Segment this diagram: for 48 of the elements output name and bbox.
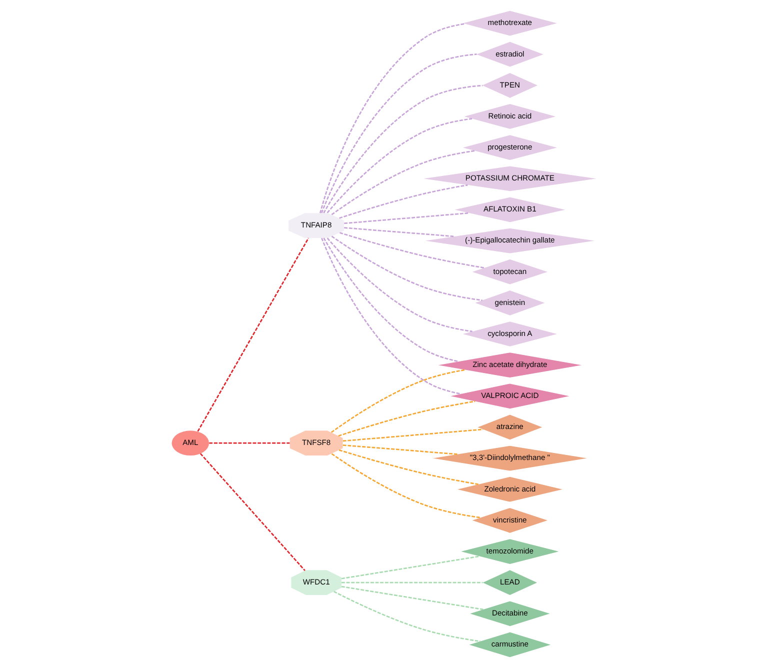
connector: [338, 400, 475, 437]
node-diamond: VALPROIC ACID: [450, 384, 569, 409]
connector: [330, 453, 480, 518]
connector: [333, 590, 480, 642]
connector: [330, 150, 475, 216]
node-diamond: cyclosporin A: [462, 322, 556, 346]
node-diamond: POTASSIUM CHROMATE: [423, 166, 596, 192]
connector: [326, 238, 472, 332]
connector: [342, 428, 483, 442]
node-diamond: atrazine: [477, 414, 542, 440]
connector: [196, 238, 309, 432]
node-diamond: Zinc acetate dihydrate: [438, 352, 581, 378]
node-diamond: TPEN: [482, 73, 537, 98]
connector: [326, 118, 472, 214]
connector: [320, 54, 476, 214]
connector: [318, 23, 464, 214]
node-diamond: Retinoic acid: [464, 104, 556, 129]
node-diamond: AFLATOXIN B1: [454, 197, 565, 222]
node-diamond: "3,3'-Diindolylmethane ": [432, 446, 586, 471]
connector: [320, 238, 461, 395]
connector: [322, 84, 482, 214]
connector: [344, 212, 469, 224]
node-ellipse: AML: [171, 430, 209, 456]
node-diamond: (-)-Epigallocatechin gallate: [424, 228, 594, 254]
connector: [340, 556, 480, 580]
connector: [344, 227, 454, 238]
connector: [322, 238, 458, 362]
node-diamond: estradiol: [476, 42, 543, 67]
connector: [338, 184, 468, 219]
node-diamond: Decitabine: [470, 601, 550, 626]
node-diamond: vincristine: [472, 508, 547, 533]
connector: [330, 369, 465, 433]
connector: [199, 453, 305, 572]
node-diamond: temozolomide: [460, 539, 558, 564]
connector: [338, 449, 478, 486]
node-diamond: LEAD: [482, 570, 537, 595]
node-diamond: progesterone: [462, 135, 556, 160]
node-diamond: methotrexate: [462, 10, 556, 36]
node-diamond: genistein: [474, 290, 544, 316]
connector: [208, 442, 290, 444]
connector: [340, 586, 483, 610]
node-diamond: Zoledronic acid: [457, 476, 562, 502]
node-diamond: carmustine: [468, 632, 550, 658]
connector: [339, 232, 484, 269]
connector: [341, 582, 482, 584]
connector: [342, 444, 458, 455]
connector: [330, 236, 482, 301]
node-diamond: topotecan: [472, 259, 547, 284]
